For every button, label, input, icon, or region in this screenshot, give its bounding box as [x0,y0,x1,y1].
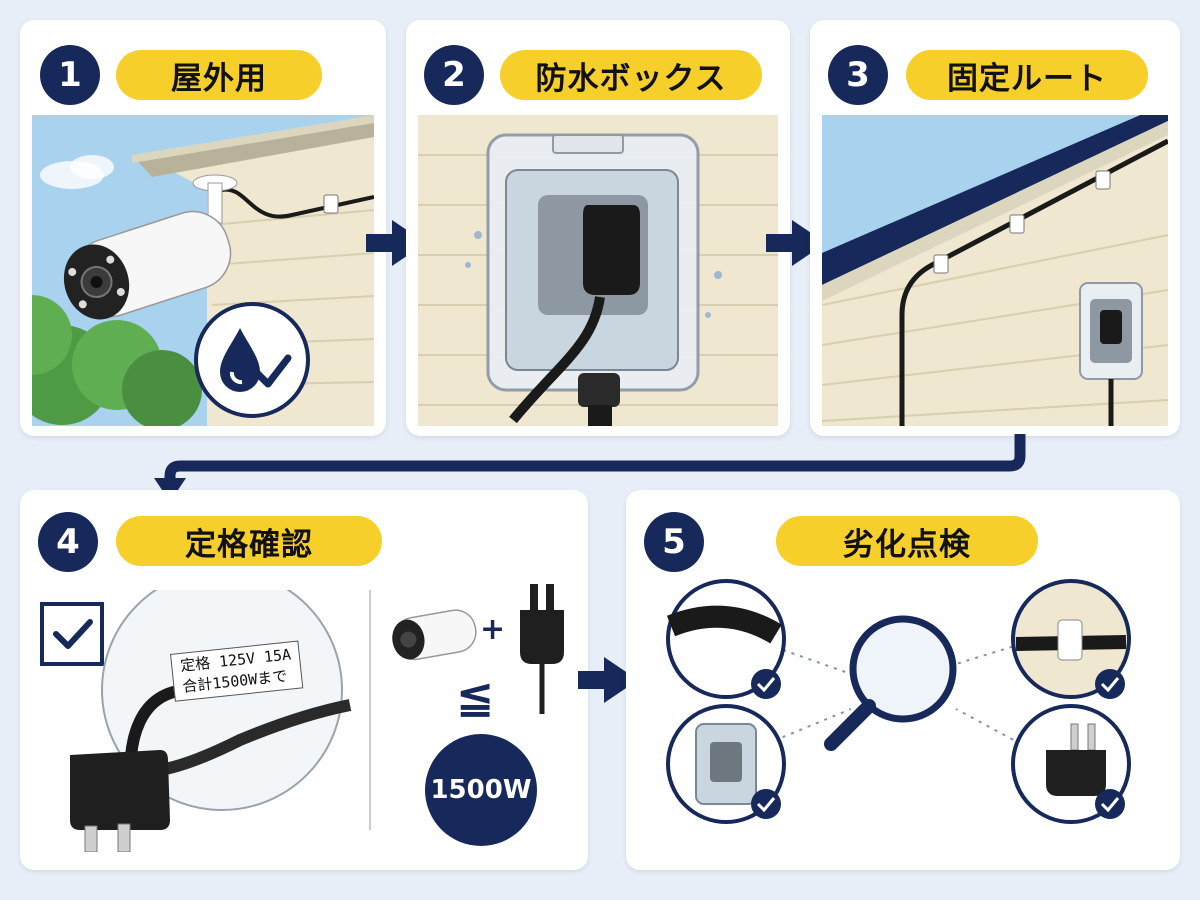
checkbox-icon [40,602,104,666]
arrow-right-icon [766,220,826,266]
step-2-scene [418,115,778,426]
magnifier-icon [824,615,957,751]
step-1-number: 1 [40,45,100,105]
cable-clip-icon [1095,170,1111,190]
plug-icon [1011,704,1131,824]
cable-icon [666,579,786,699]
plug-cable-scene [70,590,352,852]
plus-sign: + [480,612,506,647]
step-5-number: 5 [644,512,704,572]
leq-symbol: ≦ [455,669,495,723]
camera-icon [392,609,477,661]
step-3-title: 固定ルート [906,50,1148,100]
step-4-number: 4 [38,512,98,572]
inspection-diagram [666,579,1131,824]
step-3-number: 3 [828,45,888,105]
step-1-scene [32,115,374,426]
box-icon [666,704,786,824]
divider [369,590,371,830]
arrow-right-icon [578,657,638,703]
water-drop-check-icon [194,302,310,418]
step-2-card: 2 防水ボックス [406,20,790,436]
step-5-card: 5 劣化点検 [626,490,1180,870]
step-2-number: 2 [424,45,484,105]
step-5-title: 劣化点検 [776,516,1038,566]
step-1-card: 1 屋外用 [20,20,386,436]
cable-route [899,138,1168,426]
step-3-scene [822,115,1168,426]
watt-limit-badge: 1500W [425,734,537,846]
step-3-card: 3 固定ルート [810,20,1180,436]
plug-icon [520,584,564,714]
clip-icon [1011,579,1131,699]
step-1-title: 屋外用 [116,50,322,100]
step-4-title: 定格確認 [116,516,382,566]
outlet-box-icon [1079,282,1143,380]
plug-icon [70,750,170,830]
step-2-title: 防水ボックス [500,50,762,100]
